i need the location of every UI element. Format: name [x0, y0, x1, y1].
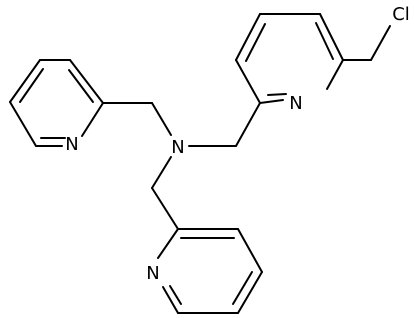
bottom-pyridine-ring [157, 228, 263, 314]
right-pyridine-nitrogen-label: N [289, 93, 302, 114]
bottom-pyridine-nitrogen-label: N [146, 263, 159, 284]
left-pyridine-nitrogen-label: N [65, 134, 78, 155]
bottom-methylene-bonds [151, 156, 179, 230]
right-methylene-bonds [188, 102, 261, 147]
chlorine-label: Cl [392, 4, 410, 25]
left-pyridine-ring [9, 59, 104, 147]
right-pyridine-ring [235, 13, 344, 104]
left-methylene-bonds [102, 102, 172, 136]
amine-nitrogen-label: N [171, 137, 184, 158]
chloromethyl-bonds [342, 25, 391, 61]
